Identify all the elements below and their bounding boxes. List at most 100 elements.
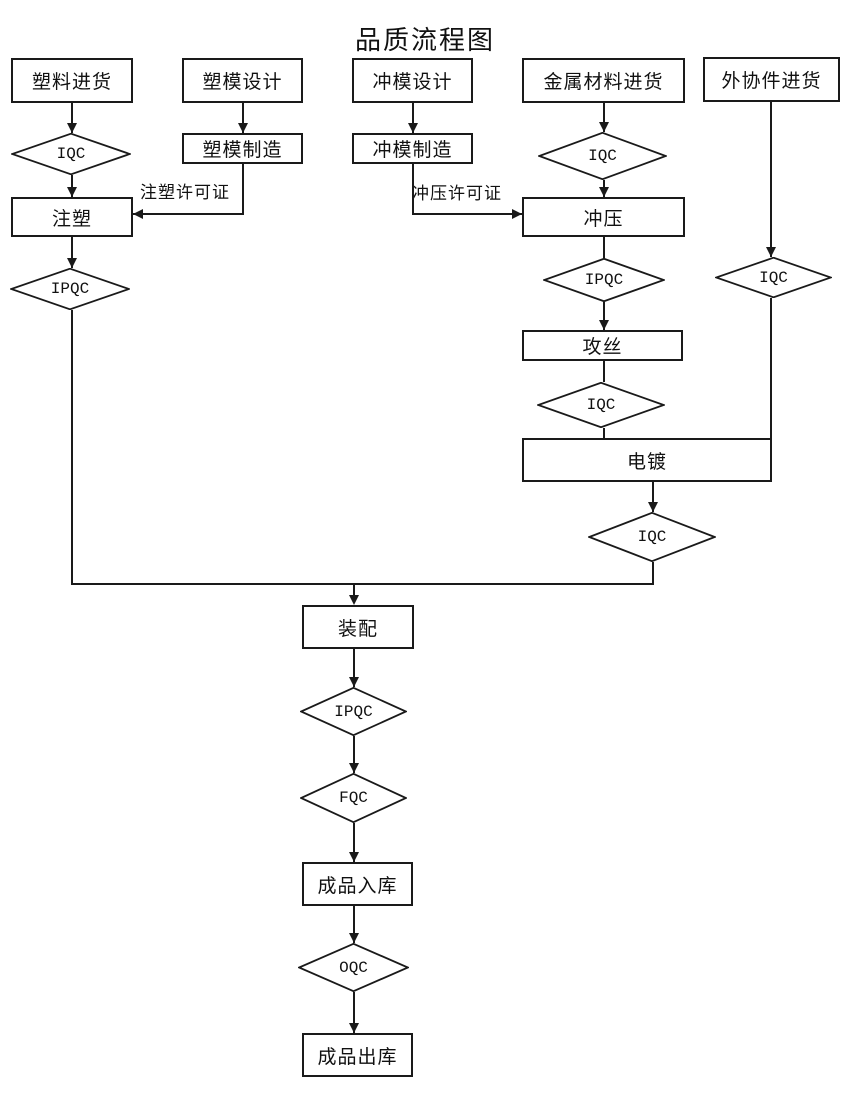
node-die-design: 冲模设计 [352, 58, 473, 103]
node-plating-label: 电镀 [626, 451, 667, 473]
arrowhead-fqc-to-warehouse-in [349, 852, 359, 862]
node-tapping-iqc-label: IQC [586, 396, 616, 414]
diamond-shape [298, 943, 409, 992]
arrowhead-ipqc-to-fqc [349, 763, 359, 773]
connector-ipqc-to-fqc [353, 736, 355, 773]
arrowhead-injection-to-ipqc [67, 258, 77, 268]
arrowhead-plastic-to-iqc [67, 123, 77, 133]
diamond-shape [10, 268, 130, 310]
node-assembly-label: 装配 [337, 618, 378, 640]
node-plastic-iqc-label: IQC [56, 145, 86, 163]
connector-ipqc-to-tapping [603, 302, 605, 330]
node-finished-goods-out-label: 成品出库 [317, 1046, 398, 1068]
arrowhead-metal-to-iqc [599, 122, 609, 132]
connector-die-make-elbow-v [412, 164, 414, 215]
arrowhead-iqc-to-injection [67, 187, 77, 197]
node-metal-incoming: 金属材料进货 [522, 58, 685, 103]
node-mold-design-label: 塑模设计 [202, 72, 283, 93]
node-outsourced-iqc-label: IQC [759, 268, 788, 287]
connector-plastic-to-iqc [71, 103, 73, 133]
node-finished-goods-in: 成品入库 [302, 862, 413, 906]
node-oqc-label: OQC [339, 958, 368, 977]
arrowhead-oqc-to-warehouse-out [349, 1023, 359, 1033]
node-die-make-label: 冲模制造 [372, 140, 453, 161]
node-plastic-incoming-label: 塑料进货 [31, 72, 112, 93]
node-assembly-ipqc: IPQC [300, 687, 407, 736]
node-tapping-label: 攻丝 [582, 337, 623, 358]
node-outsourced-incoming: 外协件进货 [703, 57, 840, 102]
connector-fqc-to-warehouse-in [353, 823, 355, 862]
node-injection: 注塑 [11, 197, 133, 237]
node-die-design-label: 冲模设计 [372, 72, 453, 93]
node-stamping-ipqc-label: IPQC [584, 271, 624, 289]
connector-outsourced-to-iqc [770, 102, 772, 257]
connector-tapping-to-iqc [603, 361, 605, 382]
connector-mold-make-elbow-v [242, 164, 244, 215]
node-mold-make-label: 塑模制造 [202, 140, 283, 161]
arrowhead-permit-to-stamping [512, 209, 522, 219]
node-stamping-ipqc: IPQC [543, 258, 665, 302]
arrowhead-mold-design-to-make [238, 123, 248, 133]
arrowhead-outsourced-to-iqc [766, 247, 776, 257]
connector-oqc-to-warehouse-out [353, 992, 355, 1033]
connector-outsourced-iqc-to-plating [770, 298, 772, 438]
arrowhead-plating-to-iqc [648, 502, 658, 512]
node-plating-iqc-label: IQC [637, 528, 667, 546]
connector-metal-to-iqc [603, 103, 605, 132]
node-finished-goods-out: 成品出库 [302, 1033, 413, 1077]
connector-stamping-to-ipqc [603, 237, 605, 258]
node-assembly-ipqc-label: IPQC [334, 702, 373, 721]
connector-left-spine [71, 310, 73, 585]
node-injection-label: 注塑 [51, 208, 92, 230]
node-metal-incoming-label: 金属材料进货 [543, 72, 664, 93]
node-tapping: 攻丝 [522, 330, 683, 361]
connector-mold-design-to-make [242, 103, 244, 133]
node-tapping-iqc: IQC [537, 382, 665, 428]
diamond-shape [11, 133, 131, 175]
connector-plating-iqc-to-merge [652, 562, 654, 585]
diamond-shape [543, 258, 665, 302]
node-outsourced-incoming-label: 外协件进货 [721, 71, 822, 92]
node-plastic-iqc: IQC [11, 133, 131, 175]
page-title: 品质流程图 [354, 26, 495, 55]
node-finished-goods-in-label: 成品入库 [317, 875, 398, 897]
node-assembly: 装配 [302, 605, 414, 649]
connector-assembly-to-ipqc [353, 649, 355, 687]
diamond-shape [538, 132, 667, 180]
connector-merge-horizontal [71, 583, 654, 585]
node-stamping: 冲压 [522, 197, 685, 237]
arrowhead-merge-to-assembly [349, 595, 359, 605]
node-metal-iqc-label: IQC [588, 147, 617, 165]
connector-warehouse-in-to-oqc [353, 906, 355, 943]
node-plating: 电镀 [522, 438, 772, 482]
diamond-shape [300, 687, 407, 736]
injection-permit-label: 注塑许可证 [140, 183, 230, 202]
node-mold-make: 塑模制造 [182, 133, 303, 164]
connector-merge-to-assembly [353, 583, 355, 597]
node-outsourced-iqc: IQC [715, 257, 832, 298]
diamond-shape [588, 512, 716, 562]
node-metal-iqc: IQC [538, 132, 667, 180]
connector-die-make-elbow-h [412, 213, 522, 215]
node-stamping-label: 冲压 [583, 208, 624, 230]
arrowhead-die-design-to-make [408, 123, 418, 133]
connector-die-design-to-make [412, 103, 414, 133]
node-plating-iqc: IQC [588, 512, 716, 562]
node-fqc: FQC [300, 773, 407, 823]
arrowhead-permit-to-injection [133, 209, 143, 219]
node-injection-ipqc: IPQC [10, 268, 130, 310]
connector-injection-to-ipqc [71, 237, 73, 268]
arrowhead-warehouse-in-to-oqc [349, 933, 359, 943]
diamond-shape [300, 773, 407, 823]
arrowhead-iqc-to-stamping [599, 187, 609, 197]
diamond-shape [537, 382, 665, 428]
node-injection-ipqc-label: IPQC [50, 280, 90, 298]
node-die-make: 冲模制造 [352, 133, 473, 164]
node-mold-design: 塑模设计 [182, 58, 303, 103]
diamond-shape [715, 257, 832, 298]
arrowhead-ipqc-to-tapping [599, 320, 609, 330]
connector-mold-make-elbow-h [133, 213, 244, 215]
arrowhead-assembly-to-ipqc [349, 677, 359, 687]
connector-plating-to-iqc [652, 482, 654, 512]
